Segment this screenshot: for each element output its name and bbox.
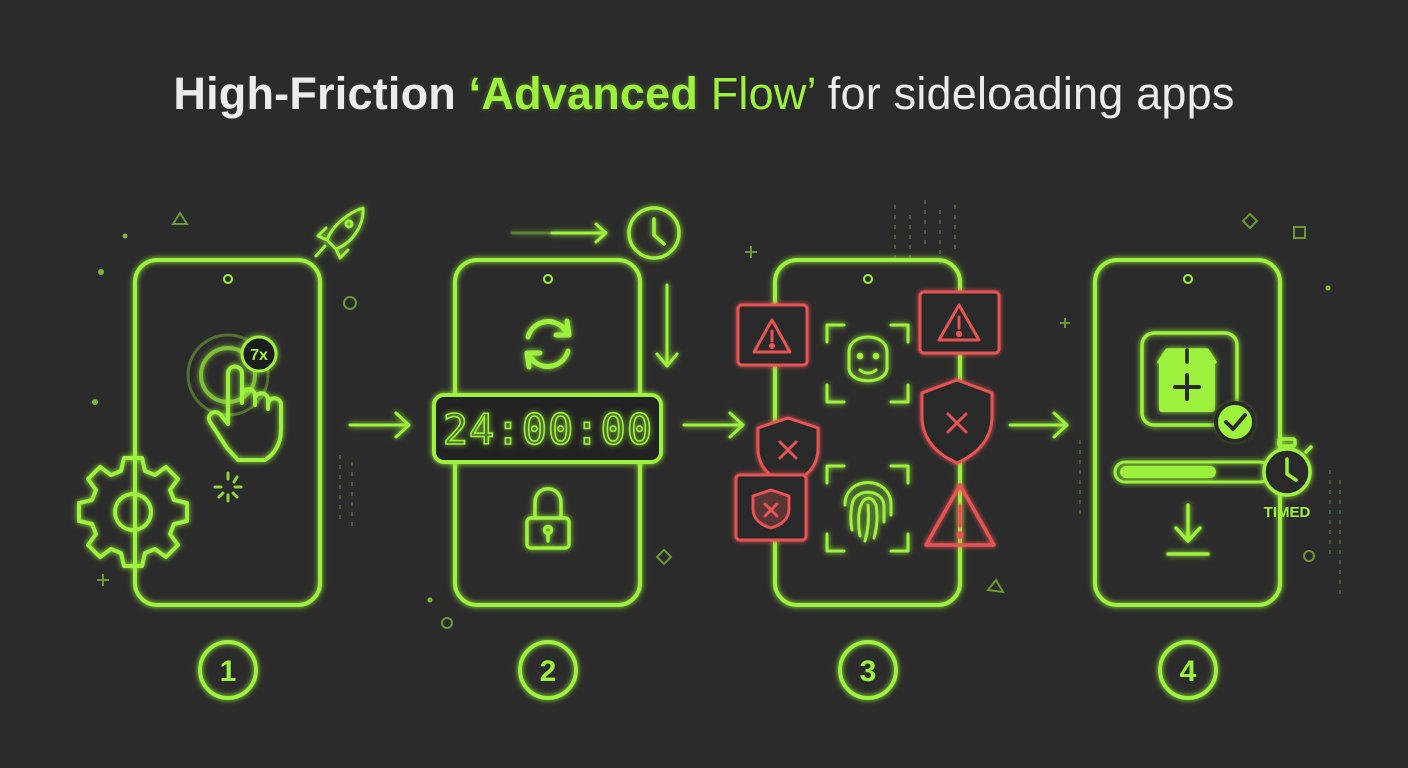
step-number-label: 3 [860, 655, 877, 688]
title-part-flow: Flow’ [698, 68, 816, 119]
countdown-timer-value: 24:00:00 [443, 405, 653, 454]
phone-camera-step4 [1183, 274, 1193, 284]
spinner-icon [213, 471, 243, 503]
warning-card-top-right [918, 290, 1001, 355]
step-number-badge-2: 2 [518, 640, 578, 700]
motion-arrow-icon [510, 222, 608, 244]
warning-icon [924, 483, 996, 547]
face-id-icon [825, 323, 910, 404]
down-arrow-icon [655, 283, 679, 368]
phone-frame-step4 [1093, 258, 1282, 607]
sync-icon [524, 318, 572, 370]
timed-label: TIMED [1264, 504, 1311, 521]
gear-icon [77, 456, 189, 568]
arrow-step2-to-step3 [682, 411, 745, 439]
title-part-sideloading: for sideloading apps [815, 68, 1235, 119]
step-number-badge-4: 4 [1158, 640, 1218, 700]
decorative-dots [92, 233, 1331, 603]
phone-camera-step1 [223, 274, 233, 284]
flow-arrows [348, 411, 1069, 439]
stopwatch-icon [1262, 437, 1313, 497]
package-add-icon [1140, 331, 1239, 427]
step-number-label: 1 [220, 655, 237, 688]
lock-icon [525, 487, 571, 550]
tap-count-label: 7x [250, 347, 268, 364]
phone-frame-step1 [133, 258, 322, 607]
download-icon [1166, 503, 1210, 556]
title-part-advanced: ‘Advanced [468, 68, 699, 119]
tap-hand-icon [207, 364, 283, 462]
title-part-high-friction: High-Friction [173, 68, 469, 119]
warning-card-top-left [736, 303, 809, 367]
check-icon [1214, 401, 1256, 443]
phone-camera-step2 [543, 274, 553, 284]
step-number-label: 2 [540, 655, 557, 688]
rocket-icon [314, 206, 365, 260]
diagram-title: High-Friction ‘Advanced Flow’ for sidelo… [0, 66, 1408, 122]
shield-x-icon [756, 416, 820, 486]
step-number-badge-3: 3 [838, 640, 898, 700]
warning-card-shield [734, 473, 808, 542]
tap-count-badge: 7x [240, 335, 278, 373]
step-number-badge-1: 1 [198, 640, 258, 700]
step-number-label: 4 [1180, 655, 1197, 688]
clock-icon [627, 206, 681, 260]
decorative-particles [97, 211, 1315, 629]
phone-camera-step3 [863, 274, 873, 284]
progress-bar [1113, 460, 1272, 484]
arrow-step1-to-step2 [348, 411, 411, 439]
shield-x-icon [920, 378, 994, 465]
fingerprint-icon [825, 464, 910, 553]
arrow-step3-to-step4 [1008, 411, 1069, 439]
countdown-timer-display: 24:00:00 [432, 393, 663, 464]
data-rain-columns [339, 200, 1341, 600]
